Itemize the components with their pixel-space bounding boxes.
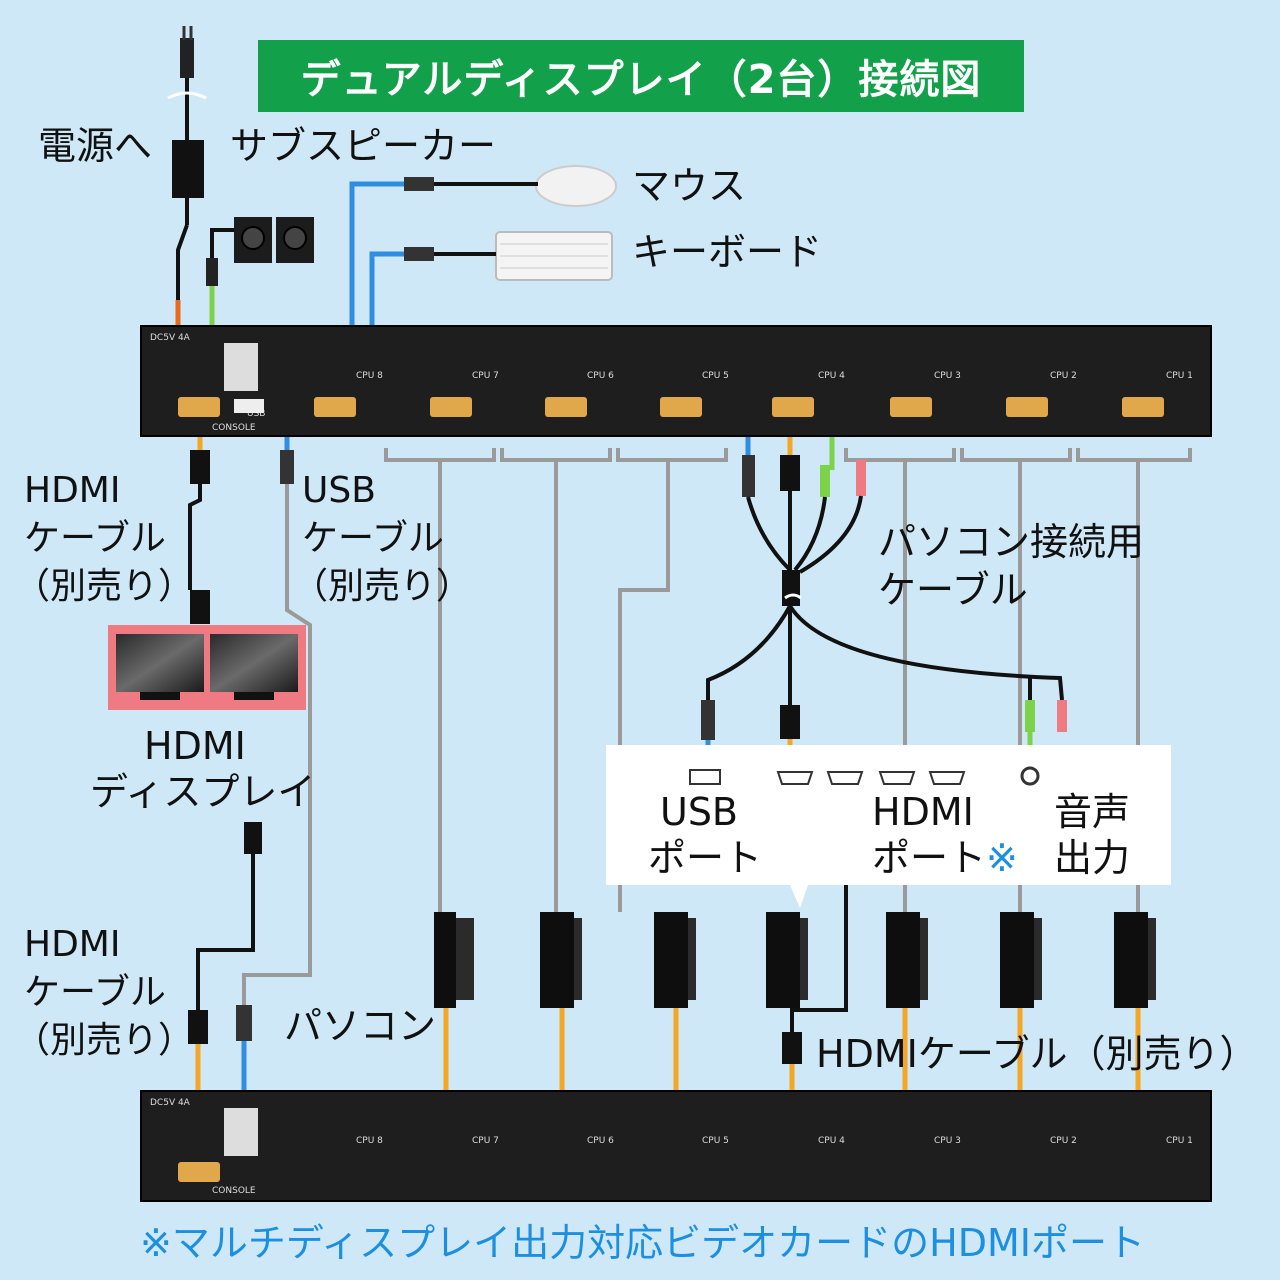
pc-connection-cable-label-1: パソコン接続用 (878, 520, 1145, 564)
keyboard-label: キーボード (632, 230, 823, 274)
usb-port-label-2: ポート (648, 836, 763, 880)
cpu6-hdmi-port (545, 397, 587, 417)
cpu6-label-bottom: CPU 6 (587, 1136, 614, 1146)
pc-tower-4 (886, 912, 928, 1008)
pc-label: パソコン (284, 1004, 437, 1048)
pc-tower-2 (1114, 912, 1156, 1008)
hdmi-port-note-mark: ※ (986, 836, 1018, 880)
cpu6-label: CPU 6 (587, 371, 614, 381)
cpu7-hdmi-port (430, 397, 472, 417)
usb-cable-label-1: USB (302, 470, 376, 511)
hdmi-cable-top-label-1: HDMI (24, 470, 121, 511)
cpu4-label-bottom: CPU 4 (818, 1136, 845, 1146)
hdmi-cable-top (188, 415, 210, 624)
cpu2-label-bottom: CPU 2 (1050, 1136, 1077, 1146)
console-hdmi-port-bottom (178, 1162, 220, 1182)
pc-tower-6 (654, 912, 696, 1008)
keyboard-mouse-ports-bottom (224, 1108, 258, 1156)
hdmi-cable-right-label: HDMIケーブル（別売り） (816, 1032, 1258, 1076)
hdmi-port-label-2: ポート※ (872, 832, 1018, 884)
console-usb-label: USB (247, 409, 266, 419)
cpu1-hdmi-port (1122, 397, 1164, 417)
cpu4-hdmi-port (772, 397, 814, 417)
diagram-title: デュアルディスプレイ（2台）接続図 (258, 40, 1024, 112)
dc-label: DC5V 4A (150, 333, 190, 343)
cpu2-label: CPU 2 (1050, 371, 1077, 381)
cpu5-label-bottom: CPU 5 (702, 1136, 729, 1146)
cpu7-label-bottom: CPU 7 (472, 1136, 499, 1146)
sub-speaker-graphic (206, 217, 314, 345)
hdmi-port-label-1: HDMI (872, 790, 974, 834)
usb-port-label-1: USB (660, 790, 739, 834)
kvm-switch-top: DC5V 4A CONSOLE HDMI USB CPU 8 CPU 7 CPU… (140, 325, 1212, 437)
pc-port-panel (606, 745, 1171, 885)
cpu1-label: CPU 1 (1166, 371, 1193, 381)
cpu3-label: CPU 3 (934, 371, 961, 381)
cpu2-hdmi-port (1006, 397, 1048, 417)
hdmi-cable-top-label-2: ケーブル (24, 518, 166, 559)
kvm-switch-bottom: DC5V 4A CONSOLE CPU 8 CPU 7 CPU 6 CPU 5 … (140, 1090, 1212, 1202)
pc-tower-5 (766, 912, 808, 1008)
cpu3-label-bottom: CPU 3 (934, 1136, 961, 1146)
footnote: ※マルチディスプレイ出力対応ビデオカードのHDMIポート (140, 1221, 1146, 1265)
pc-towers (434, 912, 1156, 1008)
usb-cable-label-2: ケーブル (302, 518, 444, 559)
cpu1-label-bottom: CPU 1 (1166, 1136, 1193, 1146)
console-usb-port (234, 399, 264, 413)
hdmi-cable-top-label-3: （別売り） (14, 566, 195, 607)
hdmi-port-label-text: ポート (872, 836, 987, 880)
pc-tower-7 (540, 912, 582, 1008)
keyboard-mouse-ports (224, 343, 258, 391)
cpu5-hdmi-port (660, 397, 702, 417)
pc-tower-8 (434, 912, 474, 1008)
cpu4-label: CPU 4 (818, 371, 845, 381)
mouse-label: マウス (632, 164, 747, 208)
hdmi-cable-bottom-label-3: （別売り） (14, 1020, 195, 1061)
audio-out-label-1: 音声 (1054, 790, 1131, 834)
hdmi-display-graphic (108, 625, 306, 710)
hdmi-display-label-2: ディスプレイ (90, 770, 316, 814)
pc-connection-cable-label-2: ケーブル (878, 568, 1028, 612)
console-hdmi-port (178, 397, 220, 417)
power-cable (167, 26, 207, 345)
hdmi-cable-bottom-label-2: ケーブル (24, 972, 166, 1013)
cpu7-label: CPU 7 (472, 371, 499, 381)
cpu8-label-bottom: CPU 8 (356, 1136, 383, 1146)
hdmi-cable-bottom-label-1: HDMI (24, 924, 121, 965)
cpu3-hdmi-port (890, 397, 932, 417)
power-label: 電源へ (38, 124, 153, 168)
pc-tower-3 (1000, 912, 1042, 1008)
hdmi-display-label-1: HDMI (144, 724, 246, 768)
console-label-bottom: CONSOLE (212, 1186, 256, 1196)
usb-cable-label-3: （別売り） (292, 566, 473, 607)
dc-label-bottom: DC5V 4A (150, 1098, 190, 1108)
audio-out-label-2: 出力 (1054, 836, 1131, 880)
cpu8-hdmi-port (314, 397, 356, 417)
sub-speaker-label: サブスピーカー (230, 124, 497, 168)
console-label: CONSOLE (212, 423, 256, 433)
cpu8-label: CPU 8 (356, 371, 383, 381)
cpu5-label: CPU 5 (702, 371, 729, 381)
